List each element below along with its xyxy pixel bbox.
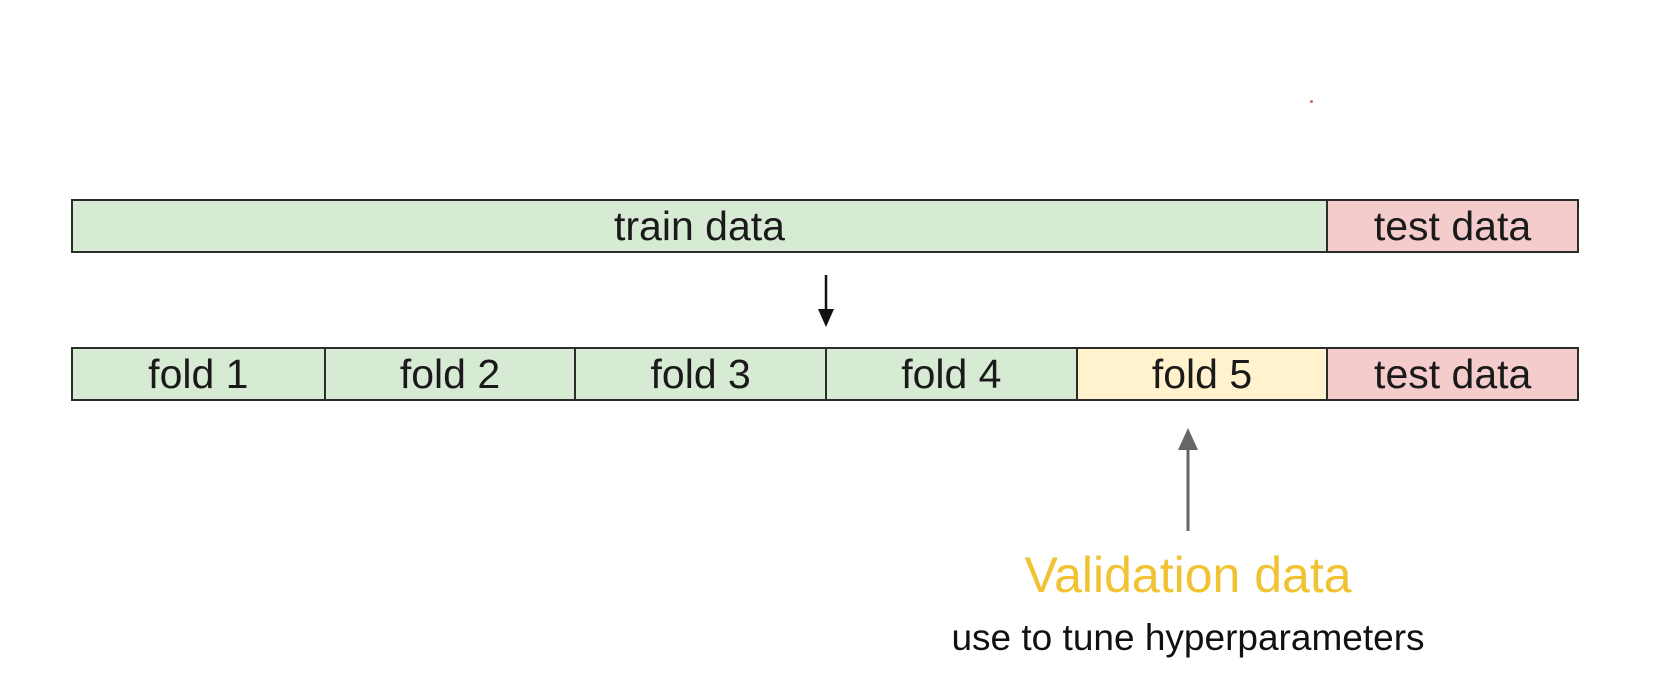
dataset-split-bar: train data test data: [71, 199, 1579, 253]
stray-dot: [1310, 100, 1313, 103]
fold-5-label: fold 5: [1151, 350, 1253, 397]
fold-2-segment: fold 2: [323, 349, 575, 399]
validation-data-note: use to tune hyperparameters: [951, 617, 1425, 658]
arrow-down-icon: [818, 275, 834, 327]
fold-2-label: fold 2: [399, 350, 501, 397]
validation-data-title: Validation data: [1024, 547, 1352, 603]
test-data-label: test data: [1373, 202, 1532, 249]
fold-1-segment: fold 1: [73, 349, 324, 399]
train-data-label: train data: [614, 202, 785, 249]
fold-4-segment: fold 4: [825, 349, 1076, 399]
test-data-segment: test data: [1326, 201, 1577, 251]
fold-3-label: fold 3: [650, 350, 751, 397]
arrow-up-icon: [1178, 428, 1198, 531]
fold-5-validation-segment: fold 5: [1075, 349, 1327, 399]
test-data-label-folds: test data: [1374, 350, 1532, 397]
folds-split-bar: fold 1 fold 2 fold 3 fold 4 fold 5 test …: [71, 347, 1579, 401]
train-data-segment: train data: [73, 201, 1326, 251]
test-data-segment-folds: test data: [1326, 349, 1578, 399]
fold-3-segment: fold 3: [574, 349, 826, 399]
fold-4-label: fold 4: [901, 350, 1002, 397]
fold-1-label: fold 1: [148, 350, 249, 397]
